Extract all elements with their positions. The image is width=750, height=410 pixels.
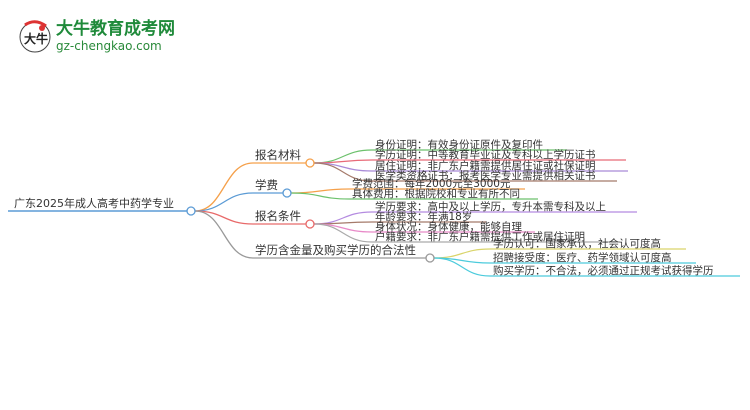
branch-collapse-toggle[interactable] (305, 158, 315, 168)
leaf-label: 医学类资格证书：报考医学专业需提供相关证书 (375, 169, 596, 182)
leaf-connector (290, 188, 350, 194)
branch-label: 学费 (255, 178, 278, 192)
logo-url: gz-chengkao.com (56, 39, 162, 53)
leaf-connector (433, 257, 491, 277)
branch-connector (194, 162, 254, 212)
branch-connector (194, 210, 254, 259)
leaf-label: 户籍要求：非广东户籍需提供工作或居住证明 (375, 230, 585, 243)
branch-collapse-toggle[interactable] (305, 219, 315, 229)
leaf-connector (313, 223, 373, 243)
leaf-label: 学历证明：中等教育毕业证及专科以上学历证书 (375, 148, 596, 161)
branch-collapse-toggle[interactable] (282, 188, 292, 198)
leaf-label: 学历要求：高中及以上学历，专升本需专科及以上 (375, 200, 606, 213)
leaf-label: 学历认可：国家承认，社会认可度高 (493, 237, 661, 250)
branch-collapse-toggle[interactable] (425, 253, 435, 263)
leaf-label: 具体费用：根据院校和专业有所不同 (352, 187, 520, 200)
logo-name: 大牛教育成考网 (56, 18, 175, 39)
logo: 大牛 大牛教育成考网 gz-chengkao.com (19, 18, 175, 53)
branch-label: 学历含金量及购买学历的合法性 (255, 243, 416, 257)
branch-connector (194, 192, 254, 212)
leaf-label: 居住证明：非广东户籍需提供居住证或社保证明 (375, 159, 596, 172)
leaf-label: 招聘接受度：医疗、药学领域认可度高 (493, 251, 672, 264)
branch-connector (194, 210, 254, 225)
leaf-connector (313, 159, 373, 164)
leaf-label: 身份证明：有效身份证原件及复印件 (375, 138, 543, 151)
leaf-connector (313, 162, 373, 182)
root-label: 广东2025年成人高考中药学专业 (14, 196, 174, 210)
leaf-connector (433, 248, 491, 259)
leaf-label: 购买学历：不合法，必须通过正规考试获得学历 (493, 264, 714, 277)
leaf-connector (290, 192, 350, 200)
logo-mark-text: 大牛 (24, 31, 48, 46)
branch-label: 报名材料 (255, 148, 301, 162)
leaf-label: 年龄要求：年满18岁 (375, 210, 472, 223)
leaf-label: 学费范围：每年2000元至3000元 (352, 177, 511, 190)
branch-label: 报名条件 (255, 209, 301, 223)
leaf-label: 身体状况：身体健康，能够自理 (375, 220, 522, 233)
root-collapse-toggle[interactable] (186, 206, 196, 216)
